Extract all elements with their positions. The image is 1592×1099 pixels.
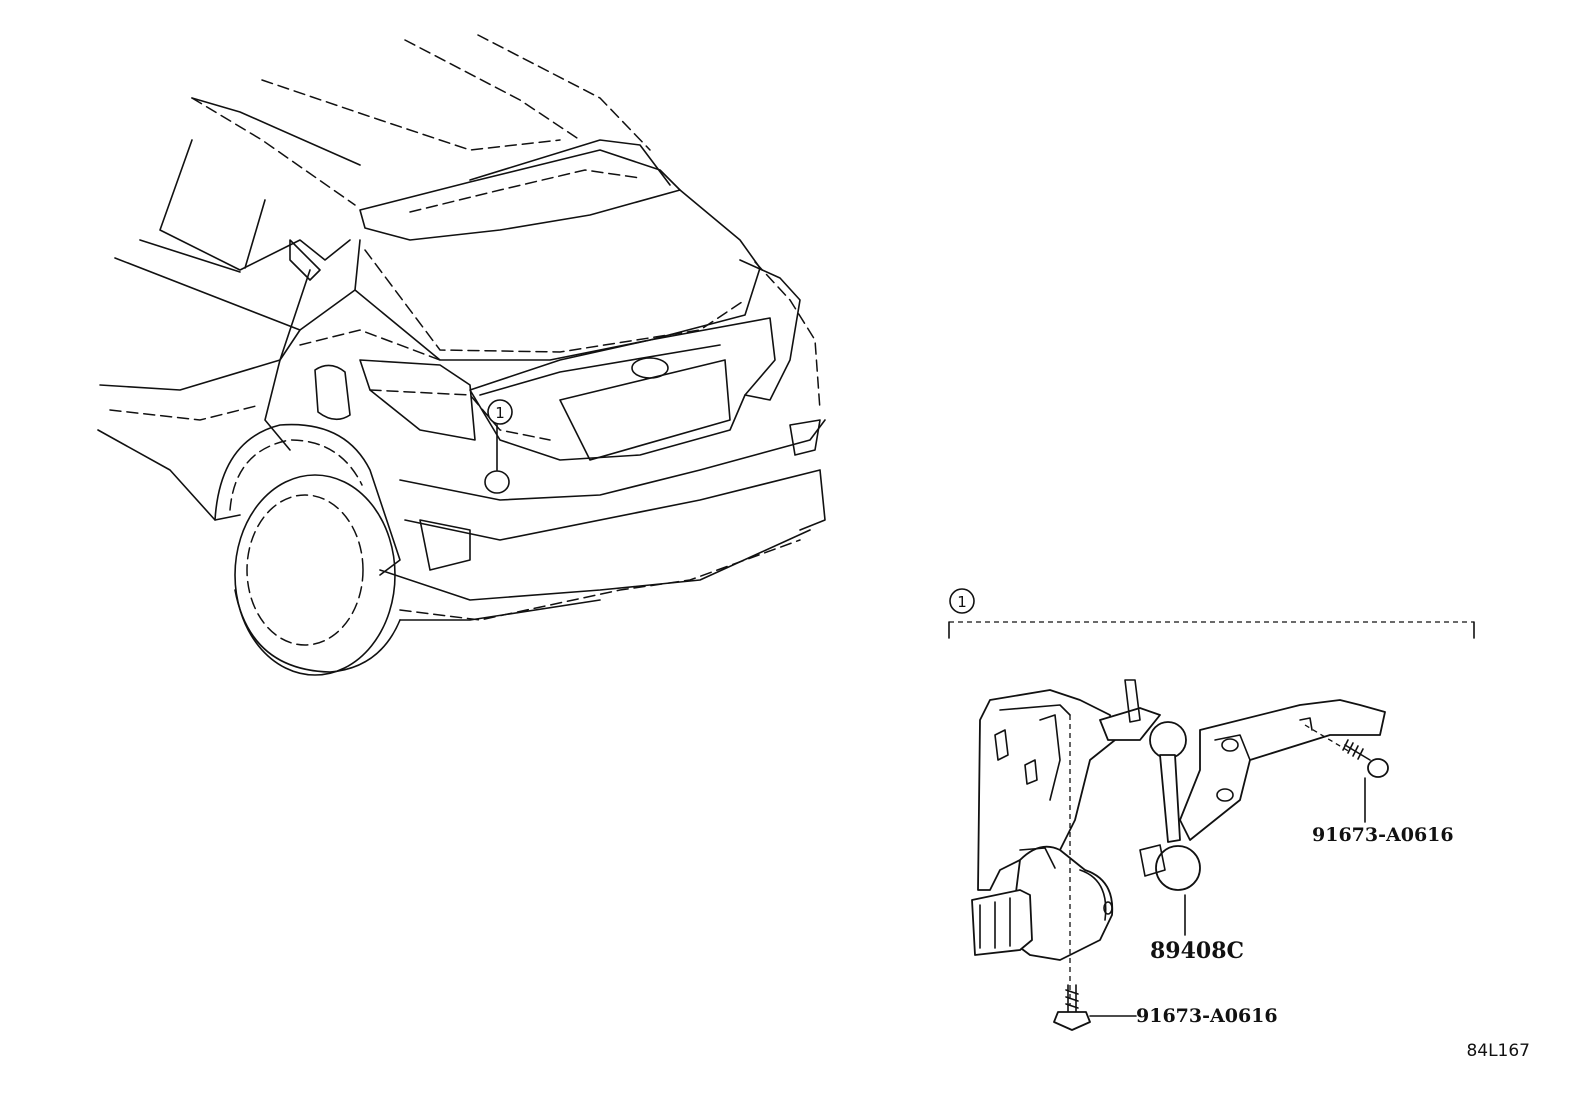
callout-circle-group xyxy=(949,588,975,614)
assembly-group-bracket: 1 xyxy=(948,588,1475,639)
part-number-bolt-upper: 91673-A0616 xyxy=(1312,824,1454,846)
part-labels: 91673-A0616 89408C 91673-A0616 84L167 xyxy=(1089,777,1530,1061)
vehicle-rear-illustration: 1 xyxy=(97,34,826,676)
bolt-lower-icon xyxy=(1053,984,1091,1031)
callout-number-car: 1 xyxy=(495,404,505,422)
callout-circle-car xyxy=(487,399,513,425)
part-number-bolt-lower: 91673-A0616 xyxy=(1136,1005,1278,1027)
sensor-location-marker xyxy=(484,470,510,494)
height-sensor-assembly xyxy=(971,679,1389,1031)
diagram-code: 84L167 xyxy=(1466,1041,1530,1061)
part-number-sensor: 89408C xyxy=(1150,938,1244,964)
bolt-upper-icon xyxy=(1342,739,1389,778)
callout-number-group: 1 xyxy=(957,593,967,611)
